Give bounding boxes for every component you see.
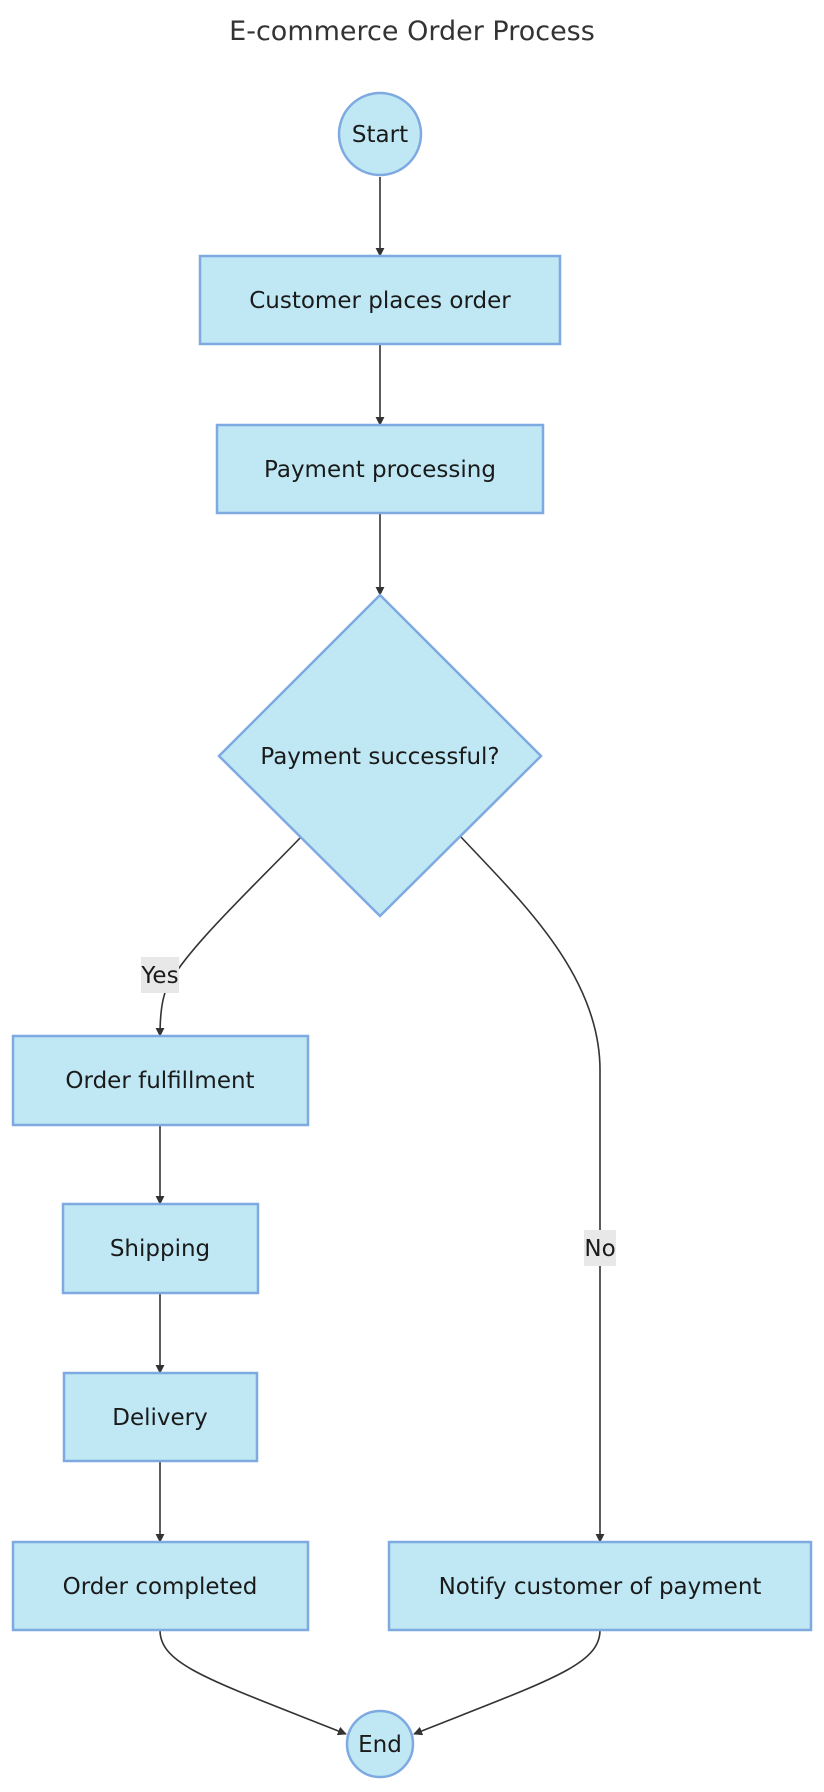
node-shipping: Shipping — [61, 1202, 260, 1295]
edges — [155, 177, 605, 1736]
edge-decision-yes — [155, 836, 302, 1037]
edge-notify-to-end — [413, 1629, 601, 1736]
edge-decision-no — [460, 836, 605, 1543]
node-delivery-label: Delivery — [112, 1405, 207, 1431]
edge-label-yes: Yes — [140, 957, 179, 993]
node-payment-successful-label: Payment successful? — [260, 744, 499, 770]
edge-label-yes-text: Yes — [140, 963, 178, 989]
node-customer-places-order-label: Customer places order — [249, 288, 511, 314]
node-start: Start — [337, 91, 423, 177]
edge-label-no: No — [584, 1230, 616, 1266]
edge-label-no-text: No — [584, 1236, 615, 1262]
edge-completed-to-end — [159, 1629, 347, 1736]
node-delivery: Delivery — [62, 1371, 259, 1463]
node-customer-places-order: Customer places order — [198, 254, 562, 346]
node-end-label: End — [358, 1732, 402, 1758]
node-payment-successful-decision: Payment successful? — [217, 593, 543, 918]
node-order-completed-label: Order completed — [63, 1574, 258, 1600]
node-end: End — [345, 1709, 415, 1779]
node-order-fulfillment-label: Order fulfillment — [65, 1068, 254, 1094]
node-payment-processing-label: Payment processing — [264, 457, 496, 483]
node-notify-customer-label: Notify customer of payment — [439, 1574, 762, 1600]
node-notify-customer: Notify customer of payment — [387, 1540, 813, 1632]
node-order-completed: Order completed — [11, 1540, 310, 1632]
node-payment-processing: Payment processing — [215, 423, 545, 515]
node-order-fulfillment: Order fulfillment — [11, 1034, 310, 1127]
node-shipping-label: Shipping — [110, 1236, 210, 1262]
node-start-label: Start — [352, 122, 408, 148]
diagram-title: E-commerce Order Process — [229, 16, 595, 47]
